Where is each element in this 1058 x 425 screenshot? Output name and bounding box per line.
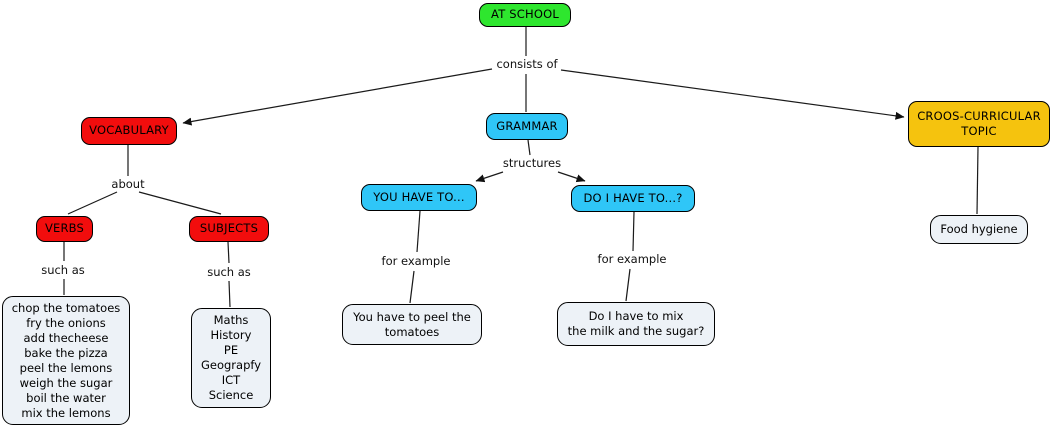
node-vocabulary[interactable]: VOCABULARY (81, 117, 177, 145)
edge-structures-youhaveto (475, 171, 504, 183)
node-subjects-examples[interactable]: Maths History PE Geograpfy ICT Science (191, 308, 271, 408)
edge-structures-doihaveto (557, 171, 586, 183)
node-croos-curricular-topic[interactable]: CROOS-CURRICULAR TOPIC (908, 101, 1050, 147)
node-do-i-have-to[interactable]: DO I HAVE TO...? (571, 185, 695, 212)
node-verbs[interactable]: VERBS (36, 216, 93, 242)
node-do-i-have-to-example[interactable]: Do I have to mix the milk and the sugar? (557, 302, 715, 346)
node-grammar[interactable]: GRAMMAR (486, 113, 568, 140)
node-food-hygiene[interactable]: Food hygiene (930, 215, 1028, 244)
node-you-have-to[interactable]: YOU HAVE TO... (361, 184, 477, 211)
node-verbs-examples[interactable]: chop the tomatoes fry the onions add the… (2, 296, 130, 425)
edge-subjects-suchas (227, 241, 230, 264)
edge-grammar-structures (527, 139, 531, 156)
edge-consistsof-vocabulary (182, 68, 493, 126)
link-label-for-example-left[interactable]: for example (379, 254, 453, 268)
node-you-have-to-example[interactable]: You have to peel the tomatoes (342, 304, 482, 345)
edge-suchas-subjectslist (228, 280, 231, 308)
edge-doihaveto-forexample (632, 211, 635, 252)
edge-forexample-exampleleft (409, 270, 415, 304)
link-label-for-example-right[interactable]: for example (595, 252, 669, 266)
node-subjects[interactable]: SUBJECTS (189, 216, 269, 242)
link-label-such-as-verbs[interactable]: such as (39, 263, 87, 277)
link-label-consists-of[interactable]: consists of (494, 57, 560, 71)
edge-youhaveto-forexample (416, 210, 421, 253)
link-label-about[interactable]: about (109, 177, 147, 191)
edge-about-verbs (67, 191, 118, 215)
link-label-structures[interactable]: structures (500, 156, 564, 170)
edge-forexample-exampleright (625, 268, 631, 302)
link-label-such-as-subjects[interactable]: such as (205, 265, 253, 279)
edge-consistsof-topic (560, 69, 905, 120)
edge-about-subjects (138, 191, 222, 215)
edge-topic-foodhygiene (976, 146, 979, 215)
node-at-school[interactable]: AT SCHOOL (479, 3, 571, 27)
